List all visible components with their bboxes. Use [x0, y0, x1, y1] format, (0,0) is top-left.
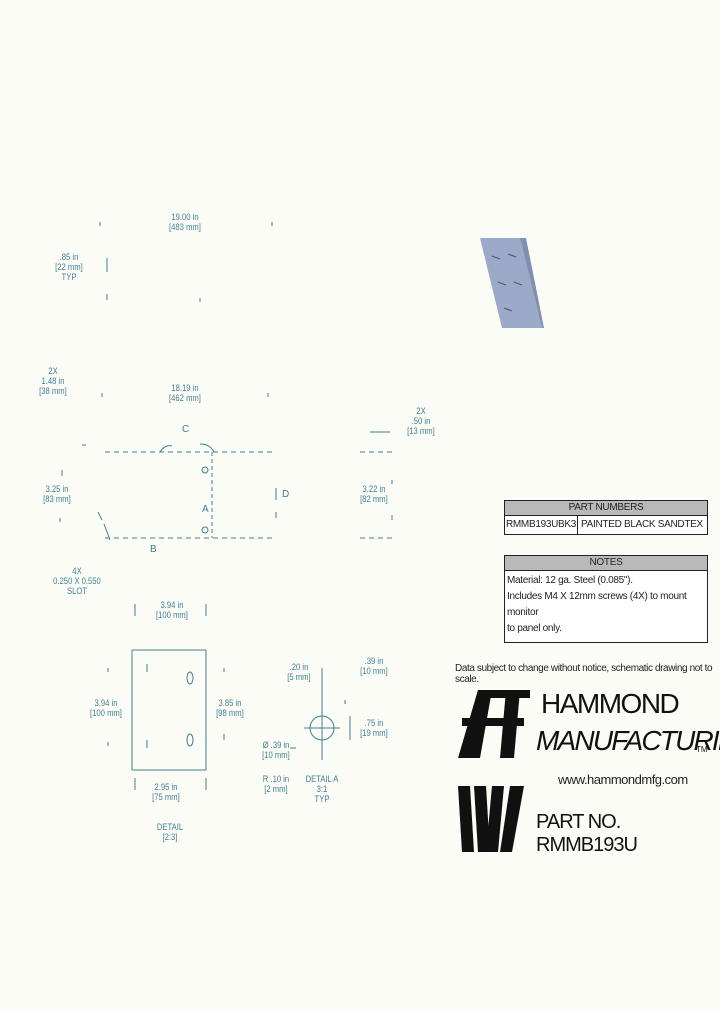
disclaimer: Data subject to change without notice, s… — [455, 663, 713, 685]
hammond-logo-icon — [458, 690, 530, 758]
dim-inner-width: 18.19 in[462 mm] — [169, 383, 201, 403]
part-numbers-title: PART NUMBERS — [505, 501, 707, 516]
callout-b: B — [150, 544, 157, 555]
brand-manufacturing: MANUFACTURING — [536, 725, 720, 756]
part-number-label: PART NO. RMMB193U — [536, 811, 720, 857]
dim-slot-radius: R .10 in [2 mm] — [262, 774, 290, 794]
part-description-cell: PAINTED BLACK SANDTEX — [581, 519, 703, 530]
website-link[interactable]: www.hammondmfg.com — [558, 772, 688, 787]
part-number: RMMB193U — [536, 834, 638, 856]
dim-right-height: 3.22 in[82 mm] — [360, 484, 388, 504]
dim-slot-diameter: Ø .39 in [10 mm] — [262, 740, 290, 760]
notes-title: NOTES — [505, 556, 707, 571]
dim-overall-width: 19.00 in[483 mm] — [169, 212, 201, 232]
dim-right-2x: 2X.50 in[13 mm] — [407, 406, 435, 436]
dim-left-height: 3.25 in[83 mm] — [43, 484, 71, 504]
hammond-w-logo-icon — [458, 786, 524, 852]
dim-typ-height: .85 in[22 mm]TYP — [55, 252, 83, 282]
note-line: to panel only. — [507, 623, 562, 634]
callout-d: D — [282, 489, 290, 500]
brand-name: HAMMOND — [541, 688, 680, 719]
dim-slot-height: .75 in[19 mm] — [360, 718, 388, 738]
note-line: Includes M4 X 12mm screws (4X) to mount … — [507, 591, 687, 618]
dim-detail-top: 3.94 in[100 mm] — [156, 600, 188, 620]
notes-box: NOTES Material: 12 ga. Steel (0.085"). I… — [504, 555, 708, 643]
note-line: Material: 12 ga. Steel (0.085"). — [507, 575, 633, 586]
callout-c: C — [182, 424, 190, 435]
dim-slot-top: .39 in[10 mm] — [360, 656, 388, 676]
dim-slot-width: .20 in[5 mm] — [287, 662, 311, 682]
table-row: RMMB193UBK3 PAINTED BLACK SANDTEX — [505, 516, 707, 534]
dim-detail-left: 3.94 in[100 mm] — [90, 698, 122, 718]
trademark: TM — [696, 745, 708, 754]
part-label: PART NO. — [536, 811, 621, 833]
dim-detail-right: 3.85 in[98 mm] — [216, 698, 244, 718]
part-number-cell: RMMB193UBK3 — [505, 516, 578, 534]
part-numbers-table: PART NUMBERS RMMB193UBK3 PAINTED BLACK S… — [504, 500, 708, 535]
callout-a: A — [202, 504, 209, 515]
bracket-render — [480, 238, 544, 328]
detail-caption: DETAIL[2:3] — [156, 822, 184, 842]
dim-detail-bottom: 2.95 in[75 mm] — [152, 782, 180, 802]
